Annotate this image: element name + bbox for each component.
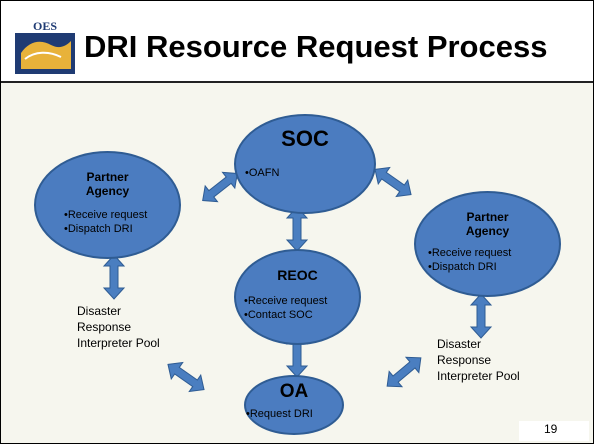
node-reoc: REOC •Receive request •Contact SOC (234, 249, 361, 345)
arrow-partner-left-pool (103, 254, 125, 300)
node-partner-left-title-1: Partner (86, 170, 129, 184)
node-oa: OA •Request DRI (244, 375, 344, 435)
title-bar: OES DRI Resource Request Process (1, 1, 593, 83)
node-partner-right-item-1: •Receive request (428, 247, 512, 259)
arrow-pool-left-oa (161, 355, 211, 399)
node-partner-left: Partner Agency •Receive request •Dispatc… (34, 151, 181, 259)
node-reoc-title: REOC (277, 267, 318, 283)
node-soc-title: SOC (281, 126, 329, 151)
pool-right-line-3: Interpreter Pool (437, 369, 520, 383)
node-oa-item: •Request DRI (246, 408, 313, 420)
pool-left-line-1: Disaster (77, 304, 122, 318)
pool-left-line-2: Response (77, 320, 132, 334)
page-title: DRI Resource Request Process (84, 29, 548, 64)
arrow-partner-right-pool (470, 293, 492, 339)
arrow-soc-partner-right (368, 160, 418, 204)
page-number-box (519, 421, 589, 441)
pool-right-line-2: Response (437, 353, 492, 367)
node-partner-left-title-2: Agency (85, 184, 130, 198)
page-number: 19 (544, 422, 558, 436)
node-partner-right: Partner Agency •Receive request •Dispatc… (414, 191, 561, 297)
node-partner-right-title-2: Agency (465, 224, 510, 238)
node-partner-left-item-2: •Dispatch DRI (64, 223, 133, 235)
pool-right-line-1: Disaster (437, 337, 482, 351)
arrow-oa-pool-right (380, 349, 428, 395)
node-soc-item: •OAFN (245, 167, 280, 179)
pool-left-line-3: Interpreter Pool (77, 336, 160, 350)
node-partner-right-item-2: •Dispatch DRI (428, 261, 497, 273)
node-partner-left-item-1: •Receive request (64, 209, 148, 221)
node-reoc-item-1: •Receive request (244, 295, 328, 307)
node-soc: SOC •OAFN (234, 114, 376, 214)
cal-oes-logo: OES (15, 19, 75, 74)
node-oa-title: OA (279, 381, 309, 402)
logo-oes-text: OES (33, 19, 57, 33)
node-partner-right-title-1: Partner (466, 210, 509, 224)
node-reoc-item-2: •Contact SOC (244, 309, 313, 321)
